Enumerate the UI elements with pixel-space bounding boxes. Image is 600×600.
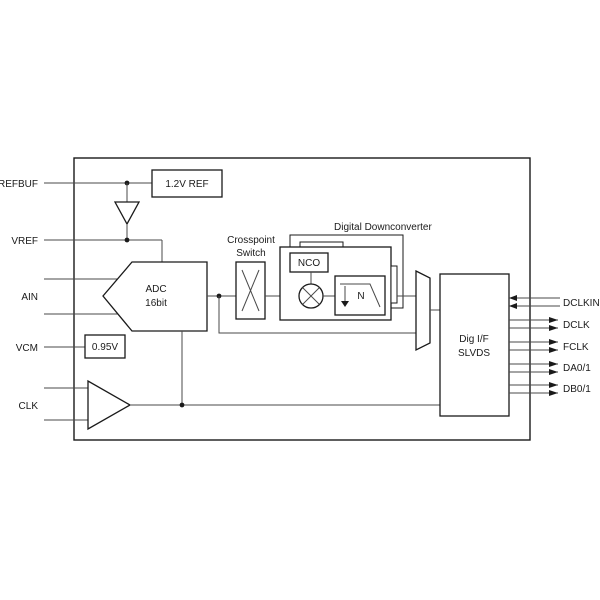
reference-block [151,169,223,198]
vref-junction [124,237,130,243]
ddc-title: Digital Downconverter [334,222,432,233]
digital-interface-sublabel: SLVDS [458,348,490,359]
pin-label-dclkin: DCLKIN [563,298,600,309]
adc-label: ADC [145,284,166,295]
pin-label-da: DA0/1 [563,363,591,374]
clock-buffer-icon [87,379,132,431]
nco-label: NCO [298,258,320,269]
fclk-arrow-icon-b [549,347,558,353]
digital-interface-block [439,273,510,417]
decimation-label: N [357,291,364,302]
da-arrow-icon-a [549,361,558,367]
fclk-arrow-icon-a [549,339,558,345]
crosspoint-label: Crosspoint [227,235,275,246]
vcm-block [84,334,126,359]
filter-response-icon [340,283,381,308]
adc-bypass-wire [218,296,416,334]
crosspoint-sublabel: Switch [236,248,265,259]
multiplexer-icon [415,269,431,352]
dclk-arrow-icon-a [549,317,558,323]
crosspoint-cross-b [241,269,260,312]
adc-block [102,261,208,332]
dclkin-arrow-icon-b [509,303,517,309]
reference-label: 1.2V REF [165,179,208,190]
nco-block [289,252,329,273]
chip-outline [73,157,531,441]
dclk-arrow-icon-b [549,325,558,331]
reference-buffer-icon [113,201,141,226]
decimation-arrow-icon [341,301,349,307]
pin-label-vref: VREF [11,236,38,247]
pin-label-fclk: FCLK [563,342,589,353]
pin-label-refbuf: REFBUF [0,179,38,190]
db-arrow-icon-a [549,382,558,388]
db-arrow-icon-b [549,390,558,396]
pin-label-dclk: DCLK [563,320,590,331]
decimation-filter-block [334,275,386,316]
dclkin-arrow-icon-a [509,295,517,301]
ddc-stack-side [390,265,398,304]
adc-resolution-label: 16bit [145,298,167,309]
pin-label-vcm: VCM [16,343,38,354]
pin-label-ain: AIN [21,292,38,303]
pin-label-db: DB0/1 [563,384,591,395]
mixer-cross-b [302,287,320,305]
vcm-block-label: 0.95V [92,342,118,353]
digital-interface-label: Dig I/F [459,334,488,345]
clock-junction [179,402,185,408]
pin-label-clk: CLK [19,401,39,412]
da-arrow-icon-b [549,369,558,375]
